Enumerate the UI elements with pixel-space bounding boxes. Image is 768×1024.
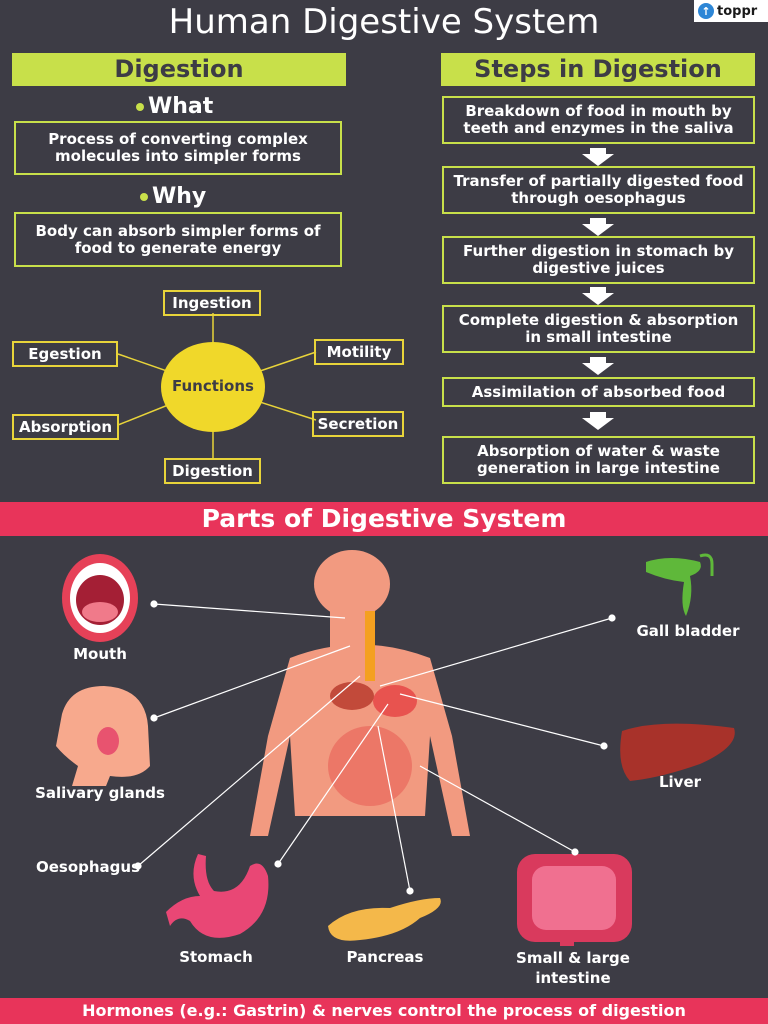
digestion-header: Digestion <box>12 53 346 86</box>
why-heading: Why <box>140 184 206 209</box>
functions-center-label: Functions <box>172 377 254 395</box>
mouth-icon <box>62 554 138 642</box>
what-heading: What <box>136 94 213 119</box>
bullet-icon <box>140 193 148 201</box>
label-connectors <box>134 600 616 895</box>
pancreas-icon <box>328 898 441 941</box>
label-mouth: Mouth <box>73 645 127 663</box>
parts-header: Parts of Digestive System <box>0 502 768 536</box>
intestine-organ <box>328 726 412 806</box>
label-liver: Liver <box>658 773 702 791</box>
stomach-organ <box>373 685 417 717</box>
label-oesophagus: Oesophagus <box>35 858 141 876</box>
bullet-icon <box>136 103 144 111</box>
functions-connectors <box>117 313 317 458</box>
step-2: Transfer of partially digested food thro… <box>442 166 755 214</box>
down-arrow-icon <box>582 148 614 166</box>
toppr-logo: ↑ toppr <box>694 0 768 22</box>
oesophagus-tube <box>365 611 375 681</box>
what-box: Process of converting complex molecules … <box>14 121 342 175</box>
down-arrow-icon <box>582 412 614 430</box>
why-box: Body can absorb simpler forms of food to… <box>14 212 342 267</box>
step-1: Breakdown of food in mouth by teeth and … <box>442 96 755 144</box>
down-arrow-icon <box>582 287 614 305</box>
function-absorption: Absorption <box>12 414 119 440</box>
step-5: Assimilation of absorbed food <box>442 377 755 407</box>
step-3: Further digestion in stomach by digestiv… <box>442 236 755 284</box>
footer-note: Hormones (e.g.: Gastrin) & nerves contro… <box>0 998 768 1024</box>
step-6: Absorption of water & waste generation i… <box>442 436 755 484</box>
label-pancreas: Pancreas <box>346 948 424 966</box>
label-salivary-glands: Salivary glands <box>35 784 165 802</box>
label-gall-bladder: Gall bladder <box>636 622 740 640</box>
function-motility: Motility <box>314 339 404 365</box>
function-digestion: Digestion <box>164 458 261 484</box>
digestive-illustration <box>56 550 735 946</box>
arrow-up-icon: ↑ <box>698 3 714 19</box>
function-ingestion: Ingestion <box>163 290 261 316</box>
liver-organ <box>330 682 374 710</box>
down-arrow-icon <box>582 357 614 375</box>
stomach-icon <box>166 854 269 938</box>
function-secretion: Secretion <box>312 411 404 437</box>
why-label: Why <box>152 184 207 209</box>
gall-bladder-icon <box>646 553 714 616</box>
intestine-icon <box>517 854 632 946</box>
step-4: Complete digestion & absorption in small… <box>442 305 755 353</box>
steps-header: Steps in Digestion <box>441 53 755 86</box>
label-stomach: Stomach <box>179 948 253 966</box>
what-label: What <box>148 94 214 119</box>
logo-text: toppr <box>717 3 758 19</box>
function-egestion: Egestion <box>12 341 118 367</box>
salivary-glands-icon <box>56 686 150 786</box>
page-title: Human Digestive System <box>168 2 600 42</box>
liver-icon <box>620 723 735 781</box>
down-arrow-icon <box>582 218 614 236</box>
label-intestine: Small & large intestine <box>516 949 630 987</box>
functions-circle <box>161 342 265 432</box>
step-arrows <box>582 148 614 430</box>
